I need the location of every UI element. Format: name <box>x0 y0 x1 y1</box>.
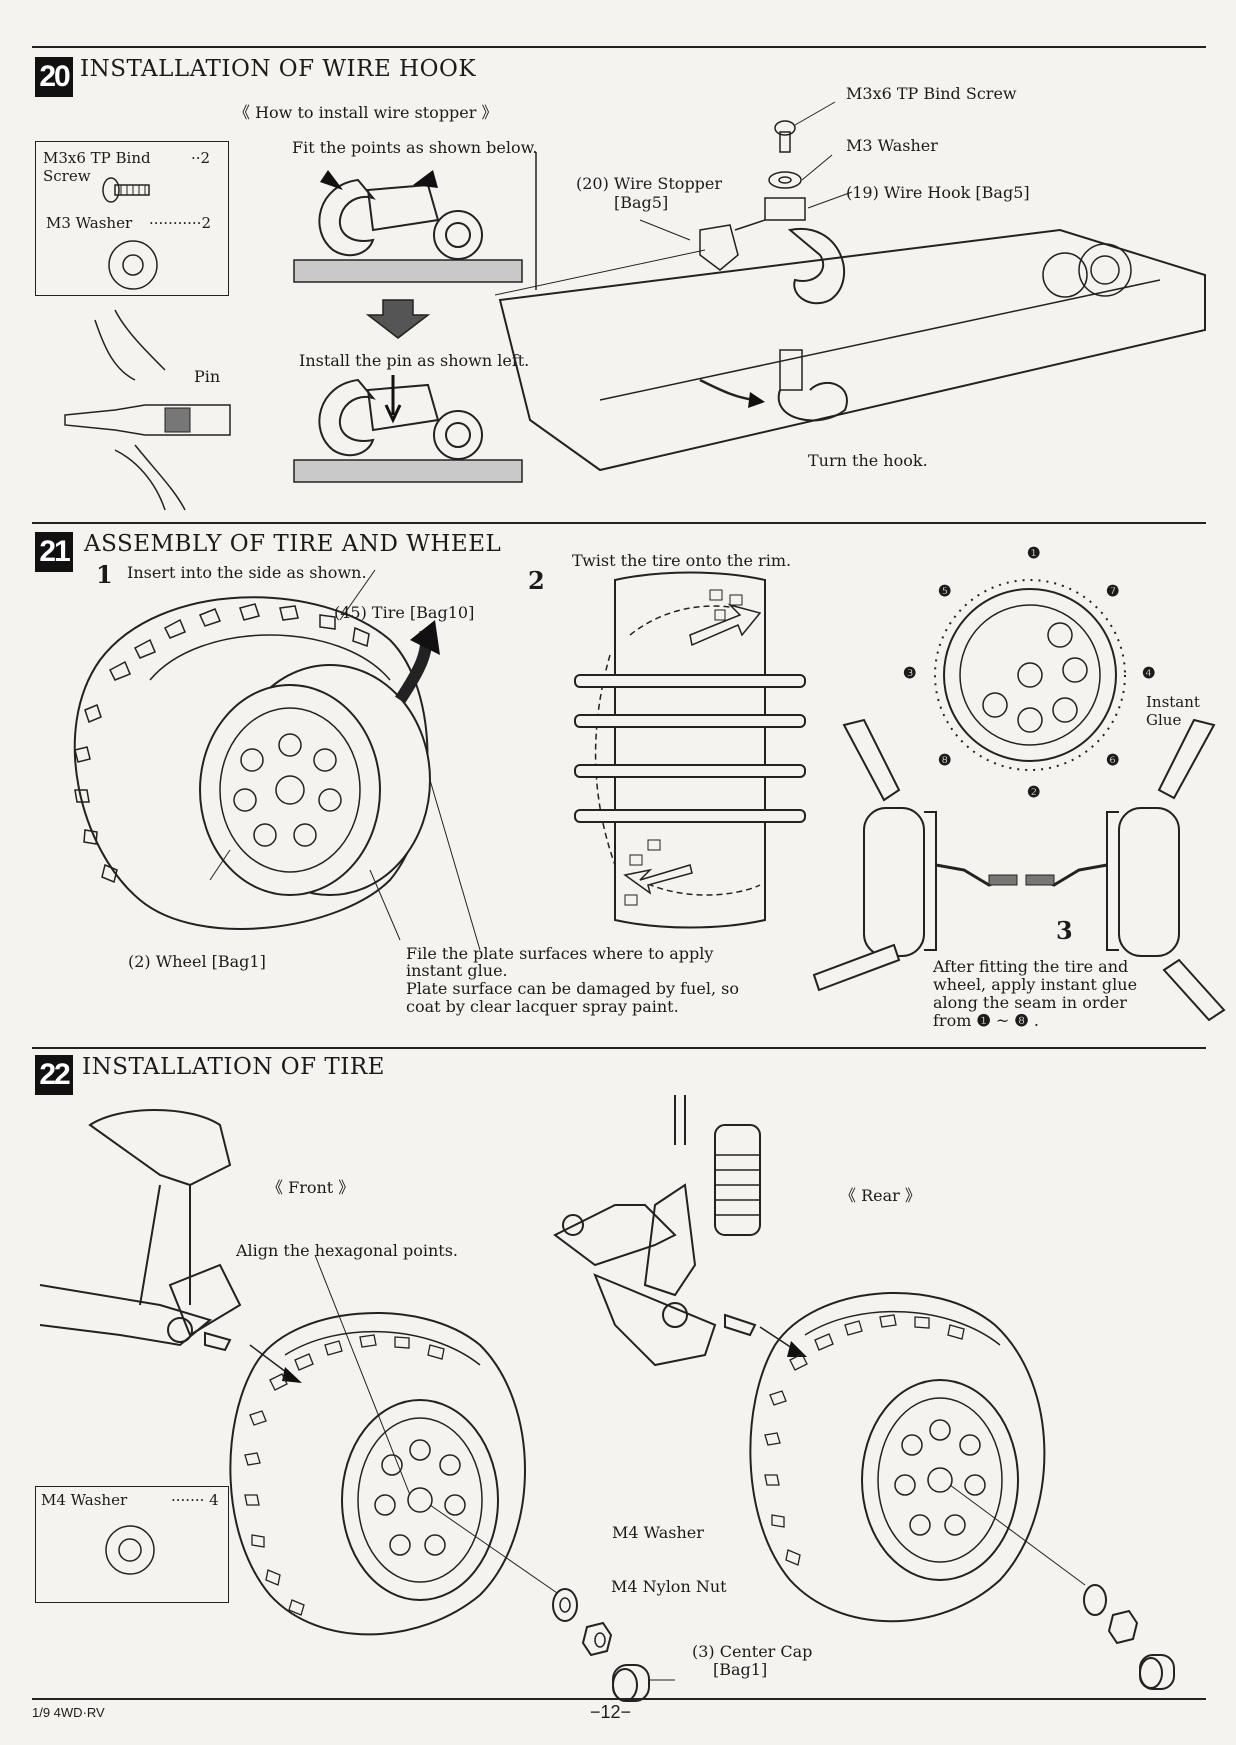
glue-point-8: ❽ <box>938 752 952 769</box>
label-instant-glue-2: Glue <box>1146 711 1182 729</box>
label-rear: 《 Rear 》 <box>840 1186 921 1205</box>
glue-point-4: ❹ <box>1142 665 1156 682</box>
section-rule-22 <box>32 1047 1206 1049</box>
front-tire-diagram <box>39 1109 561 1636</box>
substep-2-number: 2 <box>528 566 545 595</box>
substep-2-text: Twist the tire onto the rim. <box>572 551 792 570</box>
label-m4-nut: M4 Nylon Nut <box>611 1577 727 1596</box>
after-note-4-from: from <box>933 1011 972 1030</box>
parts-box-22: M4 Washer ······· 4 <box>35 1486 229 1603</box>
wire-hook-assembly-diagram <box>494 101 1206 472</box>
after-note-4-dot: . <box>1033 1011 1039 1030</box>
rear-tire-diagram <box>553 1095 1175 1690</box>
step-22-number: 22 <box>35 1055 73 1095</box>
after-note-4-start: ❶ <box>976 1013 991 1030</box>
substep-1-text: Insert into the side as shown. <box>127 563 367 582</box>
twist-tire-diagram <box>574 571 806 929</box>
step-20-subheading: 《 How to install wire stopper 》 <box>234 103 498 122</box>
part-name-m4-washer: M4 Washer <box>41 1491 128 1509</box>
m4-washer-icon <box>105 1525 155 1575</box>
part-name-screw: M3x6 TP Bind <box>43 149 151 167</box>
step-20-title: INSTALLATION OF WIRE HOOK <box>80 56 476 82</box>
footer-rule <box>32 1698 1206 1700</box>
file-note-3: Plate surface can be damaged by fuel, so <box>406 979 739 998</box>
substep-1-number: 1 <box>96 560 113 589</box>
part-qty-m4-washer: ······· 4 <box>171 1491 219 1509</box>
label-tire: (45) Tire [Bag10] <box>334 603 475 622</box>
step-21-title: ASSEMBLY OF TIRE AND WHEEL <box>84 531 502 557</box>
label-wire-stopper-bag: [Bag5] <box>614 193 669 212</box>
washer-icon <box>108 240 158 290</box>
front-hardware-diagram <box>552 1588 675 1702</box>
substep-3-number: 3 <box>1056 916 1073 945</box>
label-wire-stopper: (20) Wire Stopper <box>576 174 723 193</box>
glue-point-2: ❷ <box>1027 784 1041 801</box>
glue-point-6: ❻ <box>1106 752 1120 769</box>
glue-point-5: ❺ <box>938 583 952 600</box>
label-instant-glue-1: Instant <box>1146 693 1200 711</box>
label-center-cap: (3) Center Cap <box>692 1642 813 1661</box>
step-20-number: 20 <box>35 57 73 97</box>
step-22-title: INSTALLATION OF TIRE <box>82 1054 385 1080</box>
label-turn-hook: Turn the hook. <box>808 451 928 470</box>
label-wheel: (2) Wheel [Bag1] <box>128 952 266 971</box>
top-rule <box>32 46 1206 48</box>
after-note-4: from ❶ ~ ❽ . <box>933 1011 1039 1031</box>
step-21-number: 21 <box>35 532 73 572</box>
part-qty-screw: ··2 <box>191 149 211 167</box>
label-screw: M3x6 TP Bind Screw <box>846 84 1017 103</box>
glue-point-1: ❶ <box>1027 545 1041 562</box>
label-align-hex: Align the hexagonal points. <box>236 1241 458 1260</box>
hand-pin-diagram <box>64 309 231 511</box>
part-name-washer: M3 Washer <box>46 214 133 232</box>
after-note-2: wheel, apply instant glue <box>933 975 1138 994</box>
instruction-fit-points: Fit the points as shown below. <box>292 138 538 157</box>
footer-model: 1/9 4WD·RV <box>32 1705 105 1720</box>
wire-stopper-diagram <box>293 152 537 483</box>
part-name-screw-2: Screw <box>43 167 91 185</box>
footer-page-number: −12− <box>590 1702 632 1722</box>
section-rule-21 <box>32 522 1206 524</box>
parts-box-20: M3x6 TP Bind Screw ··2 M3 Washer ·······… <box>35 141 229 296</box>
after-note-4-tilde: ~ <box>995 1011 1010 1030</box>
label-washer: M3 Washer <box>846 136 938 155</box>
screw-icon <box>102 177 150 203</box>
label-pin: Pin <box>194 367 221 386</box>
part-qty-washer: ···········2 <box>149 214 211 232</box>
label-center-cap-bag: [Bag1] <box>713 1660 768 1679</box>
label-wire-hook: (19) Wire Hook [Bag5] <box>846 183 1030 202</box>
glue-order-wheel-diagram <box>934 579 1126 771</box>
label-m4-washer: M4 Washer <box>612 1523 704 1542</box>
tire-wheel-diagram <box>73 569 481 951</box>
after-note-3: along the seam in order <box>933 993 1127 1012</box>
file-note-4: coat by clear lacquer spray paint. <box>406 997 679 1016</box>
cross-section-diagram <box>812 718 1226 1022</box>
file-note-1: File the plate surfaces where to apply <box>406 944 714 963</box>
after-note-4-end: ❽ <box>1014 1013 1029 1030</box>
file-note-2: instant glue. <box>406 961 508 980</box>
after-note-1: After fitting the tire and <box>933 957 1129 976</box>
glue-point-3: ❸ <box>903 665 917 682</box>
label-front: 《 Front 》 <box>267 1178 355 1197</box>
instruction-install-pin: Install the pin as shown left. <box>299 351 530 370</box>
glue-point-7: ❼ <box>1106 583 1120 600</box>
